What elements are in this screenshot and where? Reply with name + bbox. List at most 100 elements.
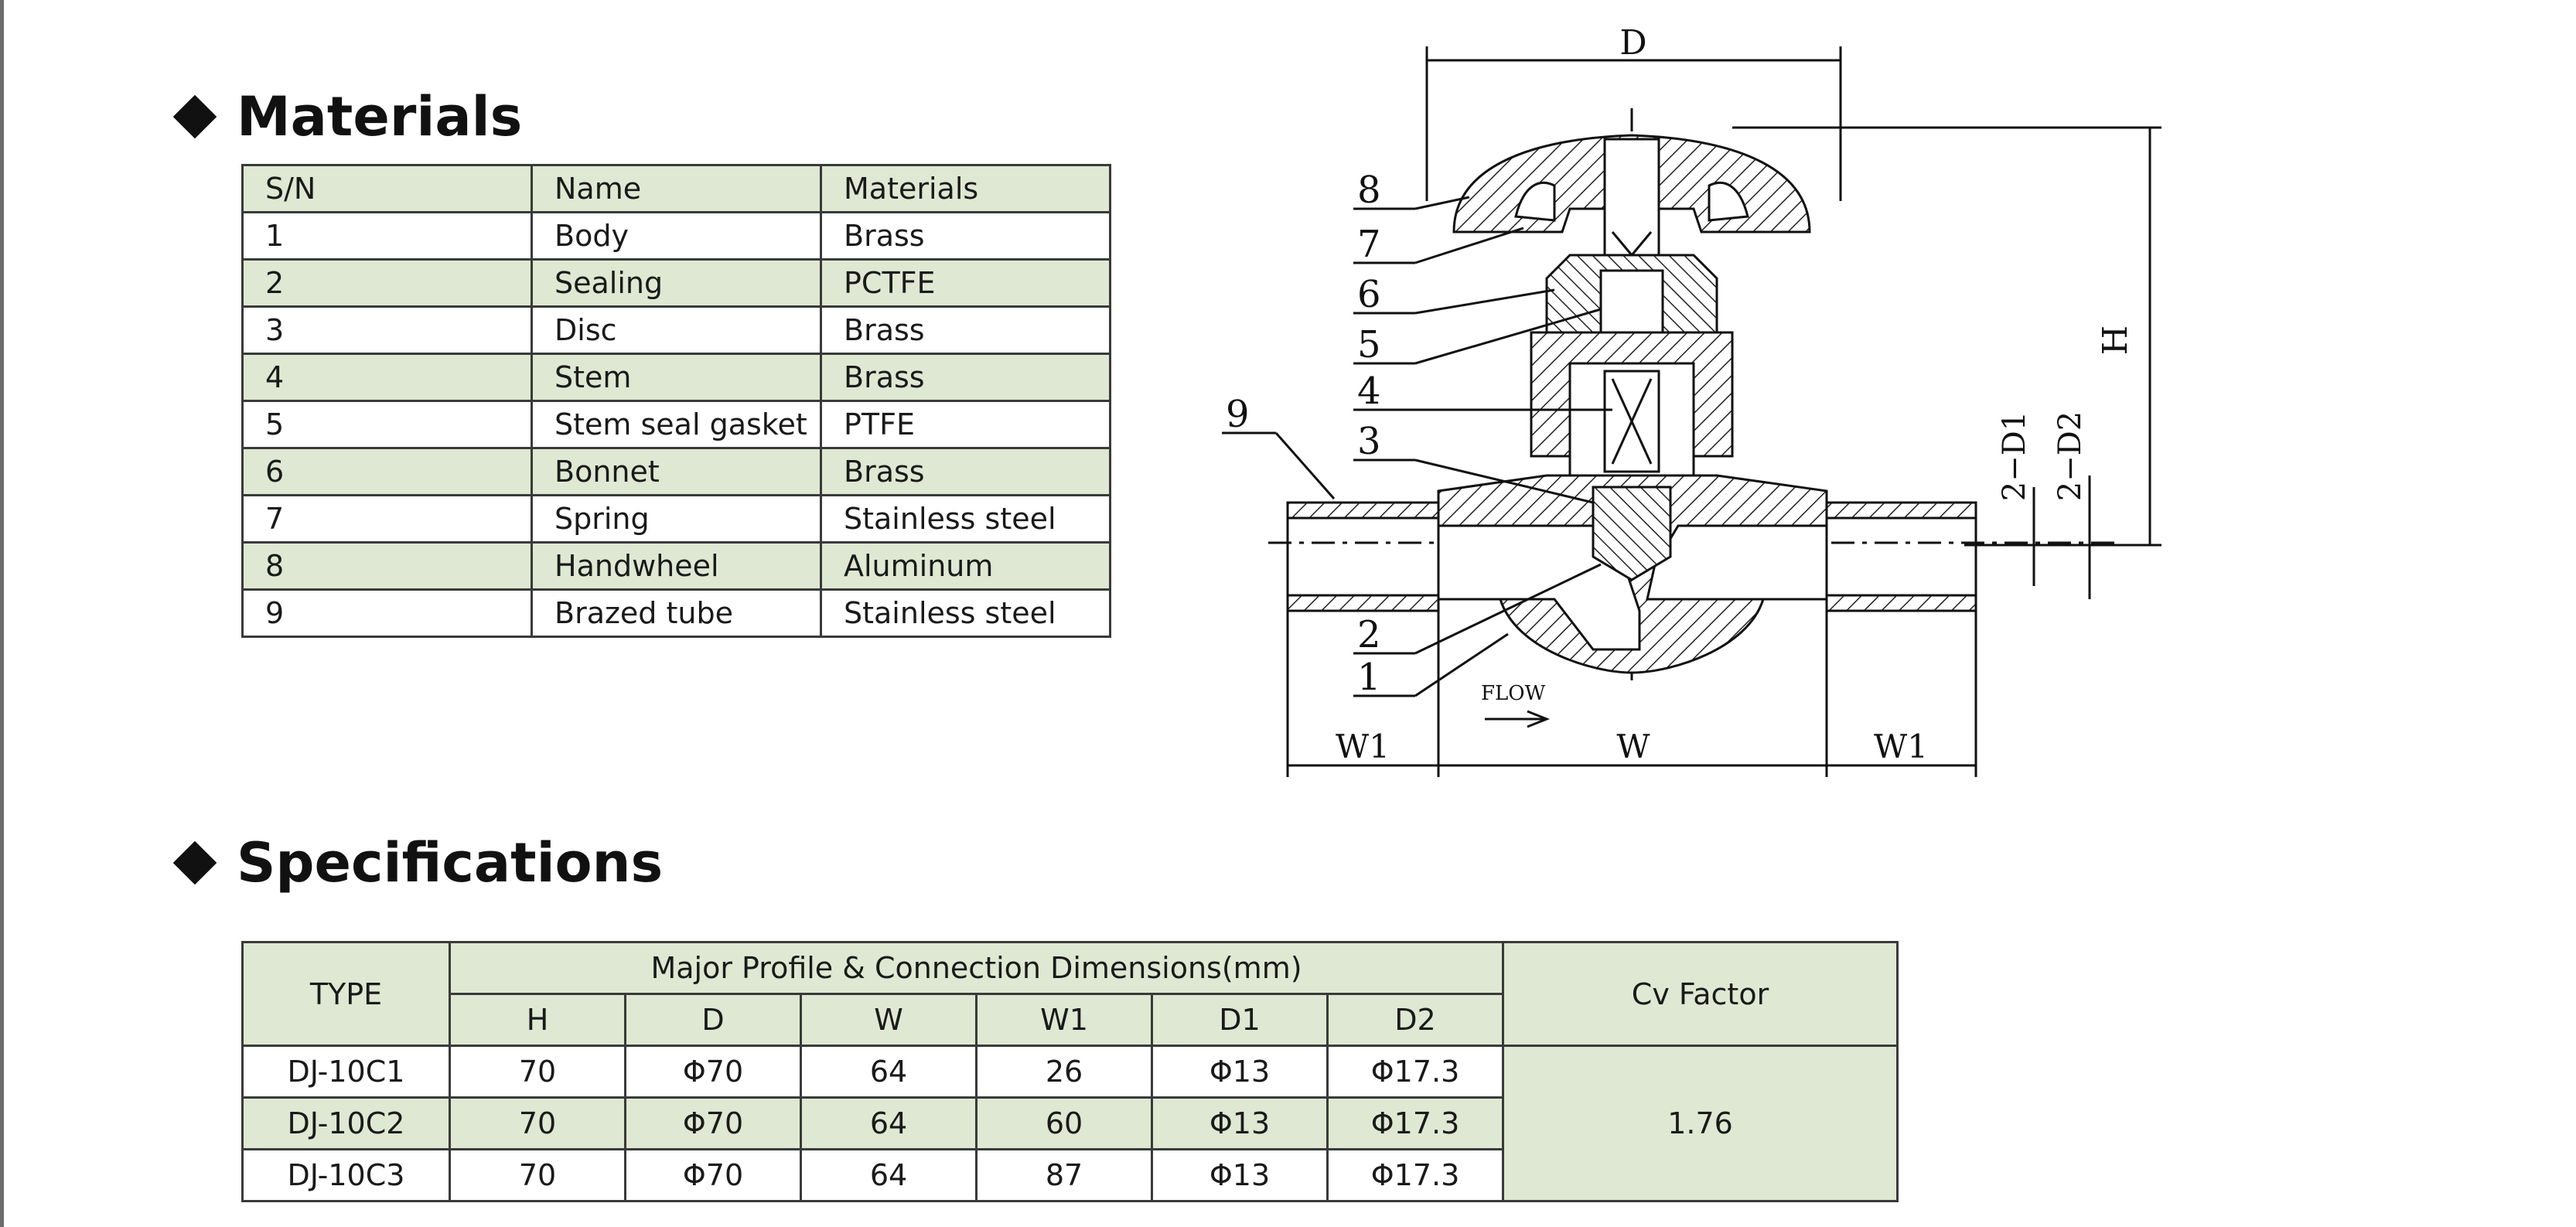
specs-header-d: D bbox=[624, 993, 802, 1047]
specs-cell-cv: 1.76 bbox=[1502, 1045, 1899, 1202]
materials-cell: Brass bbox=[820, 447, 1111, 496]
materials-cell: 3 bbox=[241, 305, 533, 355]
materials-cell: Brazed tube bbox=[531, 588, 822, 638]
materials-header-materials: Materials bbox=[820, 164, 1111, 213]
flow-label: FLOW bbox=[1481, 682, 1546, 705]
specs-cell-type: DJ-10C3 bbox=[241, 1148, 451, 1202]
specs-cell: Φ13 bbox=[1151, 1148, 1329, 1202]
specifications-heading: Specifications bbox=[172, 831, 663, 895]
diamond-bullet-icon bbox=[172, 94, 217, 139]
part-number-label: 5 bbox=[1357, 323, 1381, 366]
materials-cell: PTFE bbox=[820, 400, 1111, 449]
table-row: DJ-10C2 70 Φ70 64 60 Φ13 Φ17.3 bbox=[241, 1096, 1898, 1150]
specs-cell: Φ70 bbox=[624, 1045, 802, 1099]
materials-cell: Stainless steel bbox=[820, 494, 1111, 544]
dim-label-w1-right: W1 bbox=[1874, 728, 1928, 765]
part-number-label: 2 bbox=[1357, 613, 1381, 656]
dim-label-w: W bbox=[1616, 728, 1650, 765]
specs-cell: Φ17.3 bbox=[1326, 1045, 1504, 1099]
table-row: DJ-10C3 70 Φ70 64 87 Φ13 Φ17.3 bbox=[241, 1148, 1898, 1202]
part-number-label: 8 bbox=[1357, 169, 1381, 212]
dim-label-d1: 2−D1 bbox=[1997, 411, 2032, 501]
part-number-label: 3 bbox=[1357, 420, 1381, 463]
specs-cell: Φ17.3 bbox=[1326, 1148, 1504, 1202]
specs-cell: 70 bbox=[449, 1045, 626, 1099]
part-number-label: 7 bbox=[1357, 223, 1381, 266]
table-row: 9 Brazed tube Stainless steel bbox=[241, 588, 1111, 638]
left-border bbox=[0, 0, 4, 1227]
materials-cell: Brass bbox=[820, 305, 1111, 355]
valve-technical-drawing: D H 2−D1 2−D2 W1 W W1 FLOW 8 7 6 5 4 3 9… bbox=[1191, 23, 2181, 789]
diamond-bullet-icon bbox=[172, 840, 217, 885]
specs-header-w: W bbox=[800, 993, 978, 1047]
specs-header-d2: D2 bbox=[1326, 993, 1504, 1047]
part-number-label: 1 bbox=[1357, 656, 1381, 699]
specs-cell: 64 bbox=[800, 1148, 978, 1202]
materials-cell: Bonnet bbox=[531, 447, 822, 496]
table-row: 7 Spring Stainless steel bbox=[241, 494, 1111, 544]
materials-cell: Spring bbox=[531, 494, 822, 544]
specs-header-group: Major Profile & Connection Dimensions(mm… bbox=[449, 941, 1504, 995]
materials-cell: 5 bbox=[241, 400, 533, 449]
specs-subheader-row: H D W W1 D1 D2 bbox=[243, 993, 1898, 1047]
specs-cell: Φ17.3 bbox=[1326, 1096, 1504, 1150]
materials-cell: 2 bbox=[241, 258, 533, 308]
specs-cell: 26 bbox=[975, 1045, 1153, 1099]
materials-title: Materials bbox=[237, 85, 523, 148]
part-number-label: 6 bbox=[1357, 273, 1381, 316]
table-row: 1 Body Brass bbox=[241, 211, 1111, 261]
table-row: 2 Sealing PCTFE bbox=[241, 258, 1111, 308]
table-row: DJ-10C1 70 Φ70 64 26 Φ13 Φ17.3 1.76 bbox=[241, 1045, 1899, 1202]
materials-cell: 4 bbox=[241, 353, 533, 402]
specs-cell: 64 bbox=[800, 1096, 978, 1150]
materials-heading: Materials bbox=[172, 85, 522, 148]
specs-header-type: TYPE bbox=[241, 941, 451, 1047]
specs-header-h: H bbox=[449, 993, 626, 1047]
specs-cell: Φ13 bbox=[1151, 1045, 1329, 1099]
materials-cell: 8 bbox=[241, 541, 533, 591]
specs-cell: 60 bbox=[975, 1096, 1153, 1150]
part-number-label: 4 bbox=[1357, 370, 1381, 413]
dim-label-h: H bbox=[2096, 325, 2135, 355]
materials-table: S/N Name Materials 1 Body Brass 2 Sealin… bbox=[241, 164, 1111, 638]
specs-cell: 70 bbox=[449, 1148, 626, 1202]
table-row: 4 Stem Brass bbox=[241, 353, 1111, 402]
specs-header-row: TYPE Major Profile & Connection Dimensio… bbox=[241, 941, 1899, 1047]
dim-label-w1-left: W1 bbox=[1336, 728, 1390, 765]
specifications-title: Specifications bbox=[237, 831, 664, 895]
materials-cell: Stem bbox=[531, 353, 822, 402]
materials-cell: 9 bbox=[241, 588, 533, 638]
materials-cell: Stainless steel bbox=[820, 588, 1111, 638]
materials-cell: 7 bbox=[241, 494, 533, 544]
specs-cell-type: DJ-10C2 bbox=[241, 1096, 451, 1150]
materials-cell: Stem seal gasket bbox=[531, 400, 822, 449]
specs-cell-type: DJ-10C1 bbox=[241, 1045, 451, 1099]
dim-label-d: D bbox=[1619, 23, 1646, 63]
table-row: 5 Stem seal gasket PTFE bbox=[241, 400, 1111, 449]
materials-header-name: Name bbox=[531, 164, 822, 213]
table-row: 3 Disc Brass bbox=[241, 305, 1111, 355]
materials-cell: Handwheel bbox=[531, 541, 822, 591]
specs-cell: Φ70 bbox=[624, 1148, 802, 1202]
materials-cell: Sealing bbox=[531, 258, 822, 308]
specs-header-cv: Cv Factor bbox=[1502, 941, 1899, 1047]
specs-header-w1: W1 bbox=[975, 993, 1153, 1047]
materials-cell: Brass bbox=[820, 211, 1111, 261]
specs-cell: 87 bbox=[975, 1148, 1153, 1202]
materials-header-row: S/N Name Materials bbox=[241, 164, 1111, 213]
materials-cell: Brass bbox=[820, 353, 1111, 402]
specs-cell: 64 bbox=[800, 1045, 978, 1099]
specs-cell: 70 bbox=[449, 1096, 626, 1150]
table-row: 8 Handwheel Aluminum bbox=[241, 541, 1111, 591]
materials-cell: Body bbox=[531, 211, 822, 261]
dim-label-d2: 2−D2 bbox=[2052, 411, 2088, 501]
materials-cell: PCTFE bbox=[820, 258, 1111, 308]
materials-header-sn: S/N bbox=[241, 164, 533, 213]
table-row: 6 Bonnet Brass bbox=[241, 447, 1111, 496]
specs-header-d1: D1 bbox=[1151, 993, 1329, 1047]
part-number-label: 9 bbox=[1226, 393, 1250, 436]
materials-cell: Disc bbox=[531, 305, 822, 355]
specifications-table: TYPE Major Profile & Connection Dimensio… bbox=[241, 941, 1899, 1202]
materials-cell: 6 bbox=[241, 447, 533, 496]
